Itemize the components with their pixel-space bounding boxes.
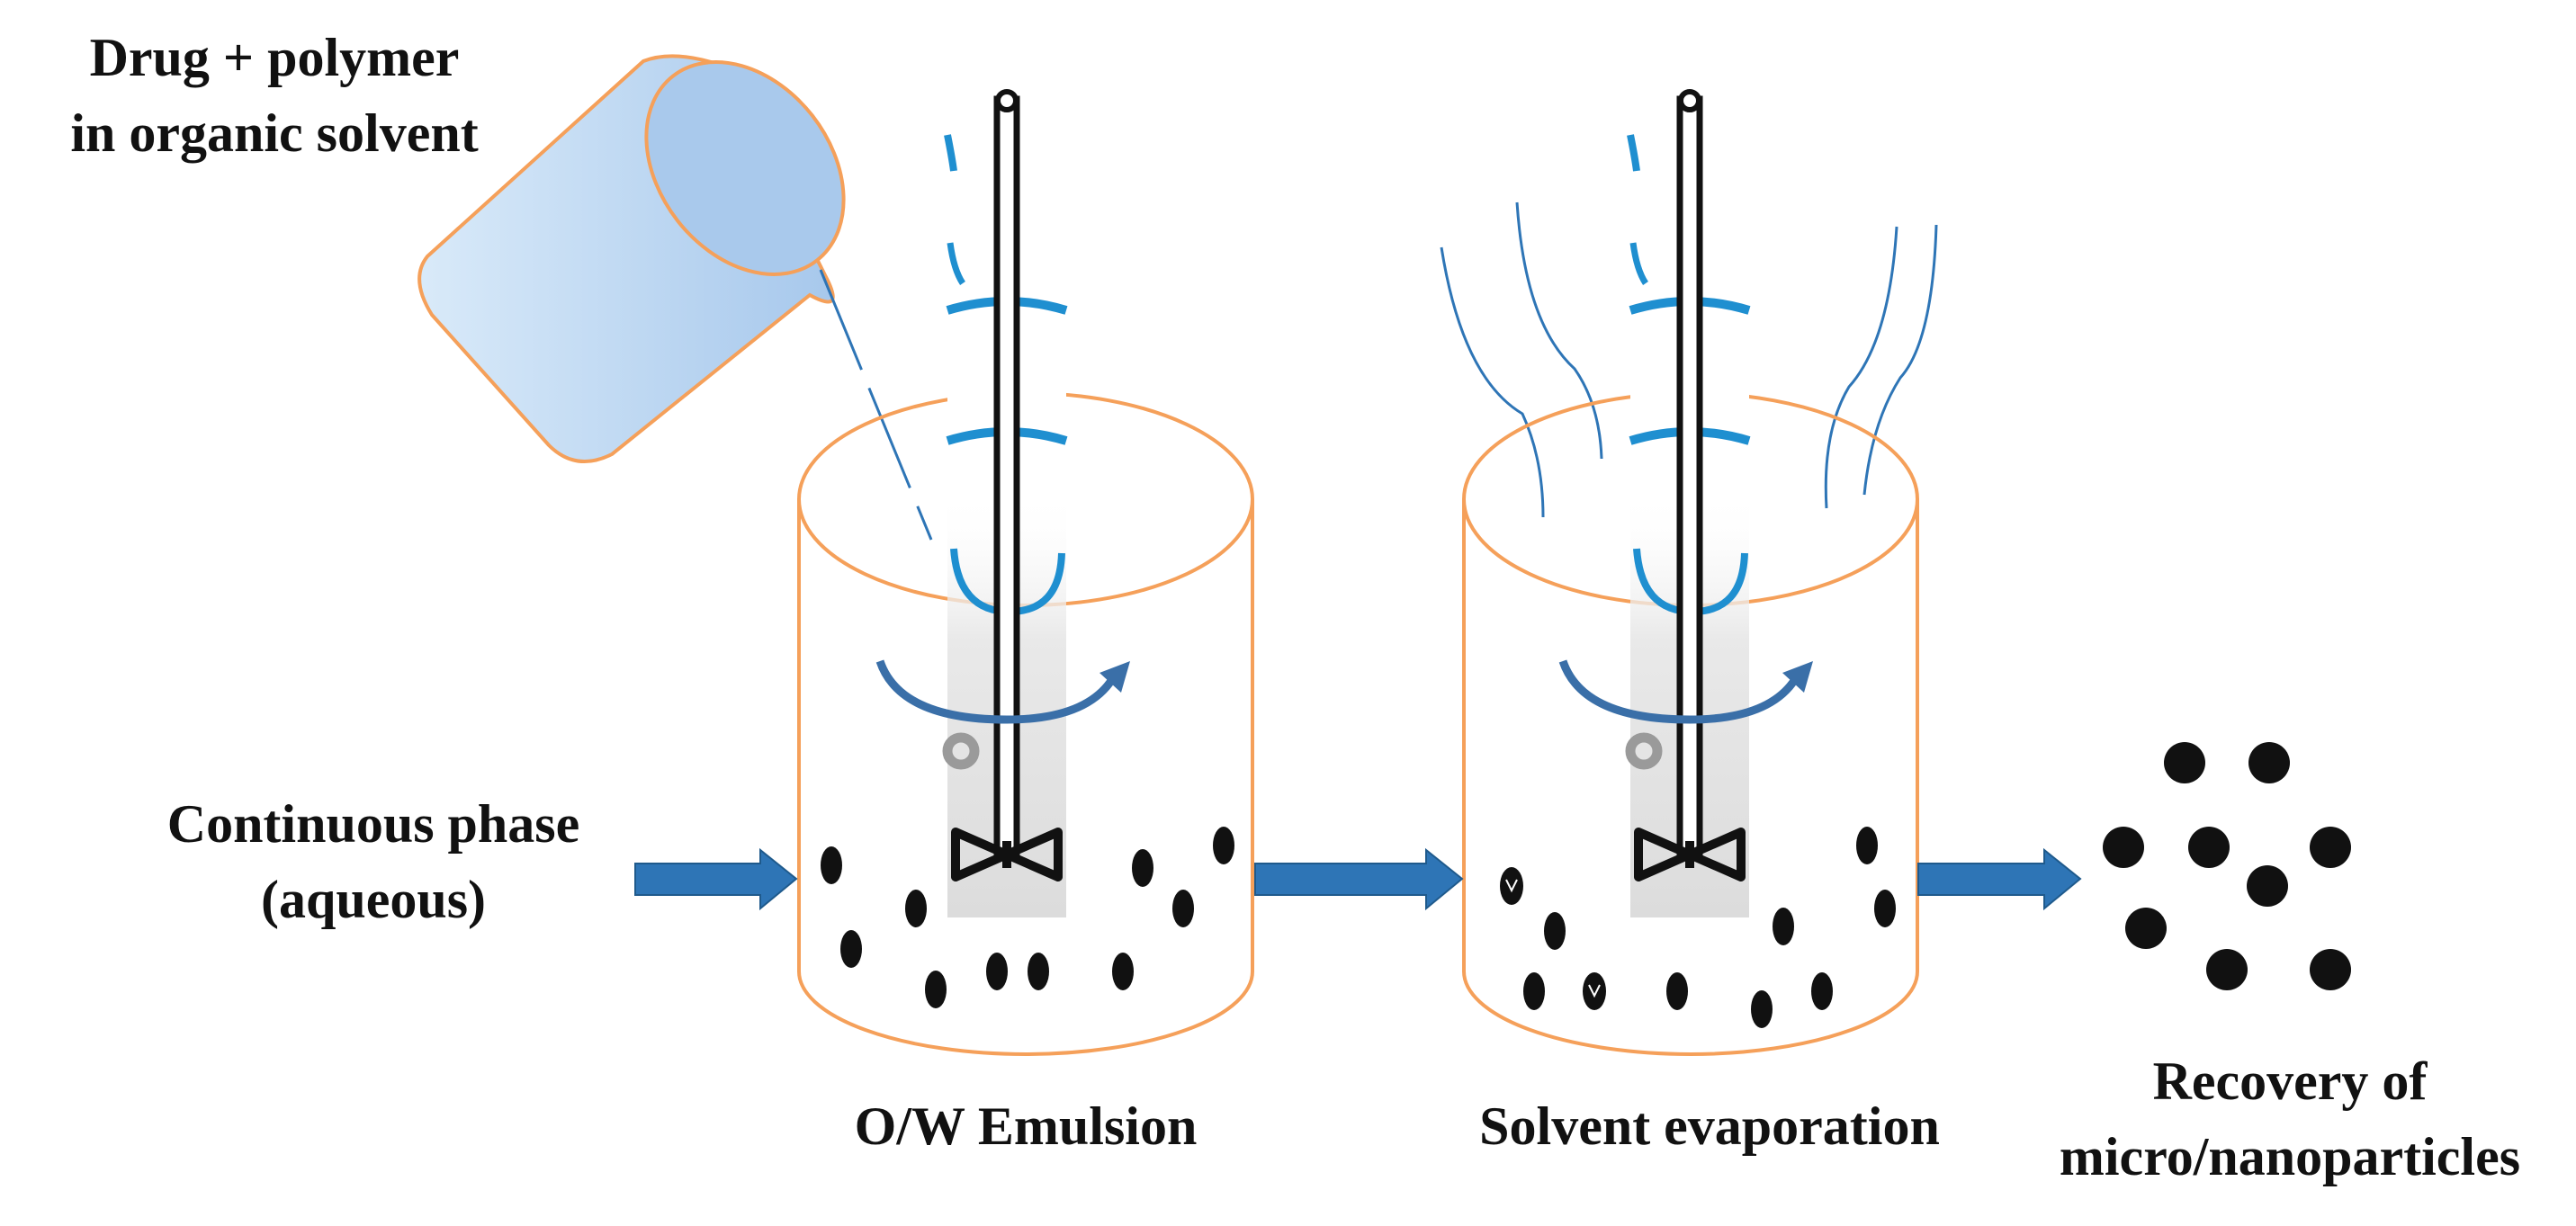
label-continuous-line2: (aqueous) — [260, 870, 487, 929]
label-recovery: Recovery of micro/nanoparticles — [2006, 1043, 2573, 1195]
stirrer-2-impeller — [1634, 828, 1746, 881]
recovered-particle — [2310, 827, 2351, 868]
droplet — [925, 971, 947, 1008]
vessel-1-body — [797, 499, 1254, 1056]
arrow-evaporation-to-recovery — [1917, 847, 2082, 911]
particle — [1666, 972, 1688, 1010]
vessel-2-rotation-arrow — [1558, 659, 1800, 724]
droplet — [821, 846, 842, 884]
vessel-1-tracer-top — [944, 134, 957, 172]
vessel-2-particles — [1500, 827, 1896, 1028]
label-ow-emulsion-text: O/W Emulsion — [854, 1096, 1198, 1156]
arrow-emulsion-to-evaporation — [1254, 847, 1464, 911]
label-recovery-line1: Recovery of — [2152, 1051, 2428, 1111]
recovered-particle — [2206, 949, 2248, 990]
particle-highlight — [1588, 984, 1601, 998]
recovered-particle — [2164, 742, 2205, 783]
pouring-beaker — [417, 54, 933, 541]
particle — [1751, 990, 1773, 1028]
vessel-2-body — [1462, 499, 1919, 1056]
vessel-solvent-evaporation — [1440, 89, 1938, 1056]
vessel-2-tracer-left — [1629, 242, 1648, 285]
vessel-1-gray-indicator — [942, 732, 980, 770]
particle — [1773, 908, 1794, 945]
droplet — [1172, 890, 1194, 927]
droplet — [1132, 849, 1153, 887]
vessel-1-rotation-arrow — [875, 659, 1117, 724]
vessel-2-tracer-top — [1627, 134, 1640, 172]
droplet — [905, 890, 927, 927]
droplet — [1112, 953, 1134, 990]
vessel-1-rotation-arrowhead — [1100, 661, 1130, 693]
flow-arrows — [634, 847, 2082, 911]
recovered-particle — [2310, 949, 2351, 990]
recovered-particle — [2188, 827, 2230, 868]
droplet — [986, 953, 1008, 990]
vessel-ow-emulsion — [797, 89, 1254, 1056]
vessel-1-droplets — [821, 827, 1234, 1008]
label-ow-emulsion: O/W Emulsion — [801, 1088, 1251, 1164]
label-drug-line1: Drug + polymer — [89, 28, 460, 87]
recovered-particle — [2103, 827, 2144, 868]
stirrer-2-top — [1678, 89, 1701, 112]
pour-stream — [819, 269, 933, 541]
particle — [1500, 867, 1523, 905]
particle — [1856, 827, 1878, 864]
droplet — [1028, 953, 1049, 990]
recovered-particle — [2125, 908, 2167, 949]
label-continuous-phase: Continuous phase (aqueous) — [117, 786, 630, 937]
label-solvent-evaporation: Solvent evaporation — [1422, 1088, 1997, 1164]
particle — [1544, 912, 1566, 950]
vapor-line — [1862, 224, 1938, 496]
recovered-particle — [2247, 865, 2288, 907]
label-solvent-evaporation-text: Solvent evaporation — [1479, 1096, 1940, 1156]
arrow-continuous-phase — [634, 847, 798, 911]
particle-highlights — [1505, 879, 1601, 998]
particle — [1523, 972, 1545, 1010]
vapor-line — [1824, 226, 1898, 509]
label-drug-polymer: Drug + polymer in organic solvent — [18, 20, 531, 171]
stirrer-2-shaft — [1676, 95, 1703, 858]
stirrer-1-top — [995, 89, 1019, 112]
particle — [1874, 890, 1896, 927]
vessel-2-rotation-arrowhead — [1782, 661, 1813, 693]
label-recovery-line2: micro/nanoparticles — [2059, 1127, 2521, 1186]
recovered-particle — [2248, 742, 2290, 783]
droplet — [1213, 827, 1234, 864]
particle-highlight — [1505, 879, 1518, 893]
stirrer-1-impeller — [951, 828, 1063, 881]
vapor-line — [1440, 246, 1545, 518]
particle — [1811, 972, 1833, 1010]
beaker-mouth — [644, 60, 846, 276]
droplet — [840, 930, 862, 968]
stirrer-1-shaft — [993, 95, 1020, 858]
vessel-2-gray-indicator — [1625, 732, 1663, 770]
vapor-lines — [1440, 201, 1938, 518]
recovered-particles — [2103, 742, 2351, 990]
label-continuous-line1: Continuous phase — [166, 794, 580, 854]
vessel-1-tracer-left — [947, 242, 965, 285]
particle — [1583, 972, 1606, 1010]
label-drug-line2: in organic solvent — [70, 103, 479, 163]
vapor-line — [1515, 201, 1603, 460]
